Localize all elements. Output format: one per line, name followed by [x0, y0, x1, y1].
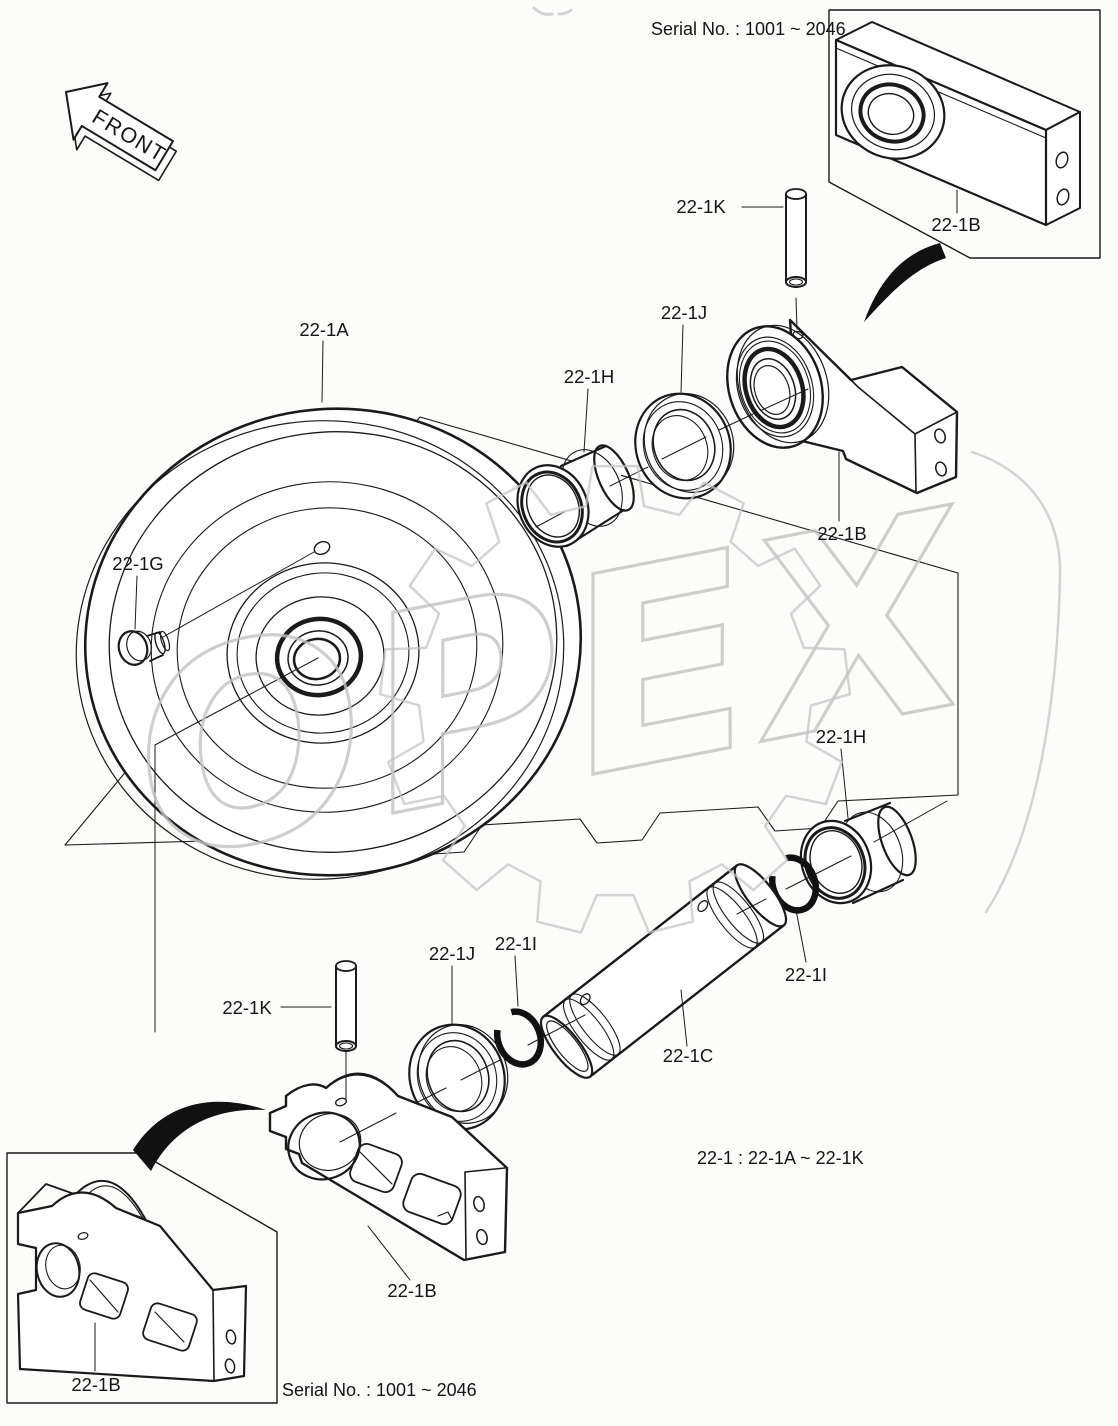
inset-bracket-22-1B-top [834, 21, 1081, 227]
serial-number-note-top: Serial No. : 1001 ~ 2046 [651, 19, 846, 39]
serial-number-note-bottom: Serial No. : 1001 ~ 2046 [282, 1380, 477, 1400]
part-label-22-1J-lower: 22-1J [429, 943, 475, 964]
part-label-22-1K-upper: 22-1K [676, 196, 726, 217]
part-seal-ring-upper-22-1J [634, 392, 735, 500]
part-bolt-22-1G [117, 630, 171, 666]
curved-arrow-icon [864, 243, 946, 322]
part-label-22-1J-upper: 22-1J [661, 302, 707, 323]
part-label-22-1C: 22-1C [663, 1045, 713, 1066]
watermark-fragment [532, 6, 573, 16]
part-label-22-1I-lower: 22-1I [495, 933, 537, 954]
part-idler-wheel-22-1A [75, 407, 583, 880]
watermark-gear [378, 464, 852, 934]
bracket-pin-hole [335, 1097, 347, 1107]
part-pin-upper-22-1K [785, 188, 807, 288]
part-snap-ring-lower-22-1I [493, 1008, 545, 1068]
part-label-22-1H-right: 22-1H [816, 726, 866, 747]
part-bracket-lower-22-1B [268, 1072, 509, 1262]
part-label-22-1B-upper: 22-1B [817, 523, 866, 544]
part-label-22-1H-upper: 22-1H [564, 366, 614, 387]
assembly-range-note: 22-1 : 22-1A ~ 22-1K [697, 1148, 864, 1168]
inset-box-top-right [828, 9, 1101, 259]
part-labels: 22-1A 22-1G 22-1H 22-1J 22-1K 22-1B 22-1… [71, 196, 980, 1395]
part-pin-lower-22-1K [335, 960, 357, 1052]
part-label-22-1K-lower: 22-1K [222, 997, 272, 1018]
bracket-pin-hole [792, 330, 804, 340]
watermark-curve [970, 450, 1062, 914]
part-bushing-upper-22-1H [516, 443, 635, 548]
leader-lines [94, 189, 958, 1372]
part-bracket-upper-22-1B [726, 318, 959, 495]
part-seal-ring-lower-22-1J [408, 1023, 509, 1131]
part-bushing-right-22-1H [799, 800, 917, 905]
inset-box-bottom-left [6, 1152, 278, 1404]
part-label-22-1A: 22-1A [299, 319, 349, 340]
part-label-22-1B-inset-top: 22-1B [931, 214, 980, 235]
inset-border [828, 9, 1101, 259]
curved-arrow-icon [133, 1101, 266, 1171]
inset-border [6, 1152, 278, 1404]
part-label-22-1I-right: 22-1I [785, 964, 827, 985]
part-label-22-1B-inset-bottom: 22-1B [71, 1374, 120, 1395]
hub-bolt-hole [313, 540, 331, 556]
part-label-22-1G: 22-1G [112, 553, 163, 574]
axis-lines [339, 388, 948, 1143]
part-label-22-1B-lower: 22-1B [387, 1280, 436, 1301]
inset-bracket-22-1B-bottom [16, 1180, 248, 1383]
front-direction-arrow: FRONT [65, 82, 178, 182]
